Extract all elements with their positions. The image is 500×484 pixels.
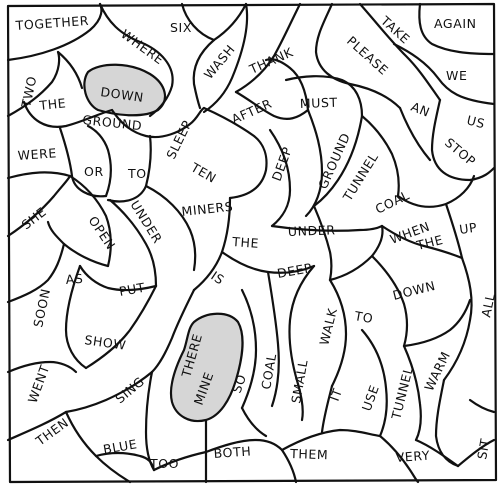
- word-stop: STOP: [442, 135, 479, 169]
- word-two: TWO: [18, 75, 39, 110]
- word-deep-1: DEEP: [269, 145, 295, 183]
- word-up: UP: [458, 220, 478, 237]
- word-were: WERE: [17, 145, 57, 163]
- word-six: SIX: [170, 20, 192, 35]
- word-thank: THANK: [246, 44, 295, 77]
- word-as: AS: [65, 271, 84, 287]
- word-must: MUST: [300, 95, 338, 111]
- word-them: THEM: [289, 446, 329, 462]
- word-use: USE: [359, 383, 382, 413]
- word-we: WE: [446, 68, 467, 83]
- word-down-1: DOWN: [100, 84, 145, 105]
- word-all: ALL: [478, 292, 498, 319]
- word-again: AGAIN: [434, 16, 477, 31]
- word-together: TOGETHER: [14, 13, 89, 33]
- word-where: WHERE: [118, 26, 167, 67]
- word-tunnel-1: TUNNEL: [339, 150, 381, 205]
- word-or: OR: [84, 164, 104, 179]
- word-under-2: UNDER: [288, 222, 336, 239]
- word-to-2: TO: [352, 308, 374, 326]
- word-so: SO: [229, 372, 250, 395]
- word-warm: WARM: [421, 349, 453, 393]
- word-went: WENT: [25, 363, 53, 405]
- word-the-1: THE: [38, 95, 67, 113]
- word-under-1: UNDER: [127, 198, 165, 246]
- word-after: AFTER: [229, 96, 274, 127]
- word-put: PUT: [118, 280, 146, 299]
- word-an: AN: [409, 99, 432, 120]
- region-boundaries: [6, 2, 496, 484]
- word-soon: SOON: [30, 287, 53, 329]
- word-tunnel-2: TUNNEL: [388, 365, 416, 422]
- word-miners: MINERS: [181, 199, 234, 219]
- word-ten: TEN: [188, 159, 219, 186]
- word-blue: BLUE: [102, 436, 138, 457]
- word-small: SMALL: [288, 358, 310, 404]
- word-the-2: THE: [231, 234, 260, 251]
- word-down-2: DOWN: [391, 278, 437, 303]
- word-the-3: THE: [414, 232, 445, 253]
- word-deep-2: DEEP: [276, 260, 313, 281]
- word-please: PLEASE: [344, 33, 391, 78]
- word-sleep: SLEEP: [163, 118, 195, 162]
- word-coal-1: COAL: [373, 187, 412, 216]
- word-open: OPEN: [86, 213, 119, 252]
- word-coal-2: COAL: [258, 352, 279, 390]
- word-she: SHE: [19, 204, 50, 232]
- word-ground-1: GROUND: [82, 112, 143, 133]
- word-too: TOO: [149, 456, 179, 471]
- word-it: IT: [327, 386, 345, 403]
- word-sit: SIT: [474, 437, 492, 460]
- word-very: VERY: [395, 448, 430, 465]
- word-both: BOTH: [213, 443, 252, 461]
- word-walk: WALK: [316, 306, 340, 346]
- word-show: SHOW: [84, 332, 128, 353]
- word-to-1: TO: [127, 166, 147, 181]
- word-us: US: [465, 112, 486, 131]
